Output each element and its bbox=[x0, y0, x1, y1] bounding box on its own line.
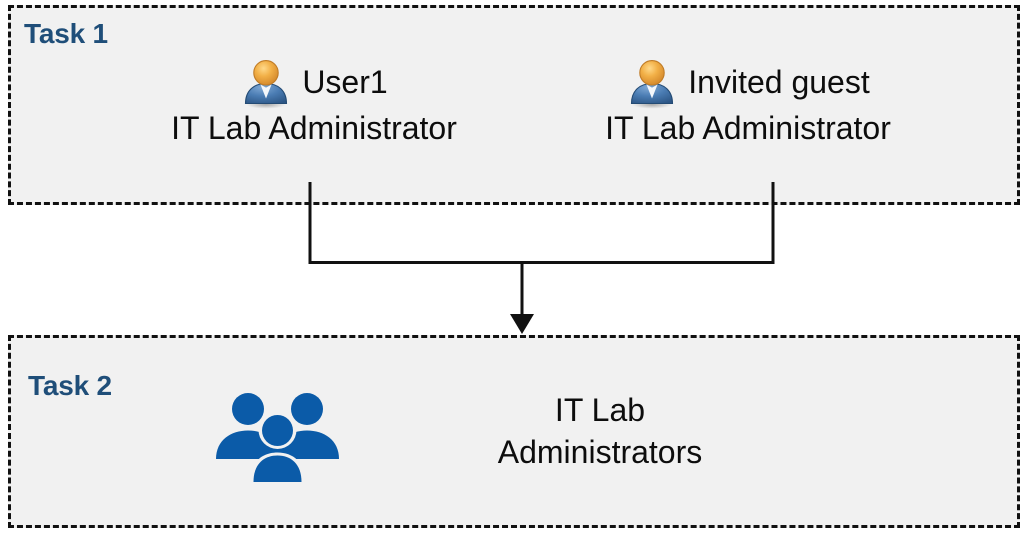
member-role: IT Lab Administrator bbox=[171, 110, 457, 146]
member-role: IT Lab Administrator bbox=[605, 110, 891, 146]
group-of-people-icon bbox=[210, 388, 345, 482]
group-name: IT Lab Administrators bbox=[400, 390, 800, 473]
user-icon bbox=[240, 57, 292, 109]
group-name-line-2: Administrators bbox=[497, 433, 703, 470]
member-name: Invited guest bbox=[688, 64, 870, 101]
task-1-label: Task 1 bbox=[24, 18, 108, 49]
user-icon bbox=[626, 57, 678, 109]
member-name-row: User1 bbox=[128, 57, 500, 109]
member-name: User1 bbox=[302, 64, 388, 101]
task-2-box bbox=[8, 335, 1020, 528]
task-1-member-user1: User1 IT Lab Administrator bbox=[128, 57, 500, 149]
task-2-label: Task 2 bbox=[28, 370, 112, 401]
member-name-row: Invited guest bbox=[548, 57, 948, 109]
task-1-box bbox=[8, 5, 1020, 205]
task-1-member-invited-guest: Invited guest IT Lab Administrator bbox=[548, 57, 948, 149]
group-name-line-1: IT Lab bbox=[554, 392, 646, 428]
